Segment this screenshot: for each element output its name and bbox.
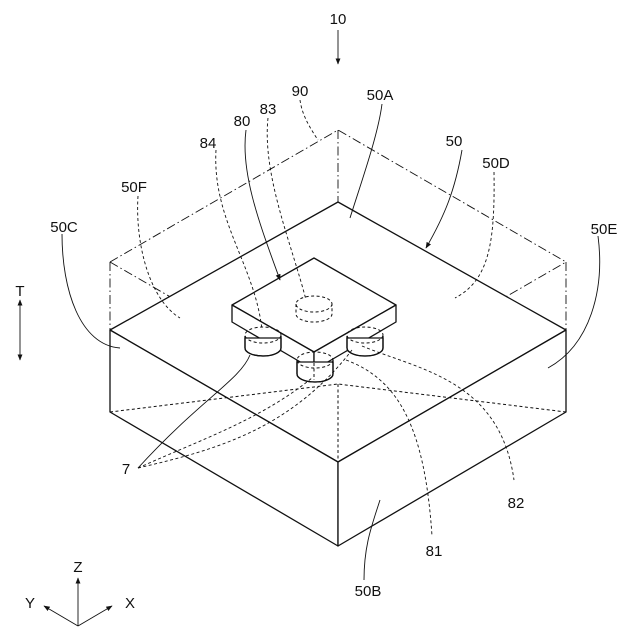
label-thickness: T — [15, 283, 24, 300]
label-element-82: 82 — [508, 495, 525, 512]
label-top-face: 50A — [367, 87, 394, 104]
label-device: 10 — [330, 11, 347, 28]
axis-label-z: Z — [73, 559, 82, 576]
label-face-d: 50D — [482, 155, 510, 172]
label-cover: 90 — [292, 83, 309, 100]
label-element-80: 80 — [234, 113, 251, 130]
block-50 — [110, 202, 566, 546]
axis-label-y: Y — [25, 595, 35, 612]
label-face-c: 50C — [50, 219, 78, 236]
label-element-84: 84 — [200, 135, 217, 152]
label-element-83: 83 — [260, 101, 277, 118]
label-face-f: 50F — [121, 179, 147, 196]
label-body: 50 — [446, 133, 463, 150]
coordinate-axes: Z Y X — [25, 559, 135, 626]
label-bumps: 7 — [122, 461, 130, 478]
label-element-81: 81 — [426, 543, 443, 560]
label-face-b: 50B — [355, 583, 382, 600]
label-face-e: 50E — [591, 221, 618, 238]
axis-label-x: X — [125, 595, 135, 612]
